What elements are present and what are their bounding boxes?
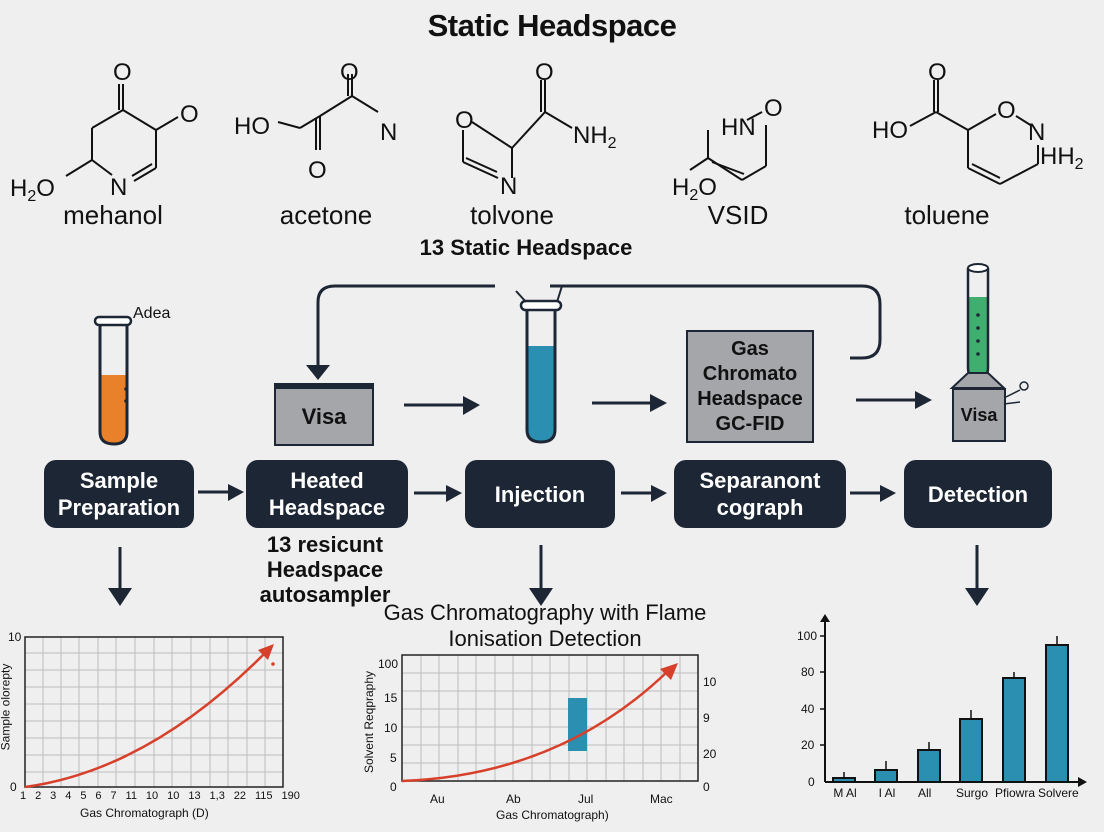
y-tick-right: 0 xyxy=(703,780,710,794)
note-line: 13 resicunt xyxy=(266,532,384,557)
molecule-label-tolvone: tolvone xyxy=(470,200,554,230)
svg-text:HN: HN xyxy=(721,114,756,141)
y-tick: 10 xyxy=(384,721,398,735)
svg-text:HO: HO xyxy=(872,117,908,144)
sample-tube-label: Adea xyxy=(133,305,170,322)
x-tick: Au xyxy=(430,792,445,806)
svg-text:O: O xyxy=(997,97,1016,124)
step-label: Headspace xyxy=(268,495,386,520)
x-tick: All xyxy=(918,786,932,800)
x-axis-label: Gas Chromatograph (D) xyxy=(80,806,209,820)
svg-text:N: N xyxy=(110,174,127,201)
step-sample-preparation[interactable]: Sample Preparation xyxy=(44,460,194,528)
y-tick: 15 xyxy=(384,691,398,705)
step-label: Separanont xyxy=(699,468,821,493)
y-tick-right: 20 xyxy=(703,747,717,761)
x-tick: Solvere xyxy=(1038,786,1079,800)
molecule-label-toluene: toluene xyxy=(904,200,990,230)
step-separation[interactable]: Separanont cograph xyxy=(674,460,846,528)
svg-text:N: N xyxy=(380,119,397,146)
svg-text:O: O xyxy=(535,59,554,86)
svg-text:O: O xyxy=(308,157,327,184)
y-tick: 0 xyxy=(808,775,815,789)
visa-box-label: Visa xyxy=(301,403,347,429)
diagram-title: Static Headspace xyxy=(427,8,677,43)
heated-headspace-note: 13 resicunt Headspace autosampler xyxy=(240,532,410,607)
x-tick: Mac xyxy=(650,792,673,806)
svg-text:O: O xyxy=(764,95,783,122)
svg-text:O: O xyxy=(113,59,132,86)
subtitle: 13 Static Headspace xyxy=(419,235,633,260)
x-tick: Jul xyxy=(578,792,594,806)
step-heated-headspace[interactable]: Heated Headspace xyxy=(246,460,408,528)
x-tick: Pfiowra xyxy=(995,786,1036,800)
gc-fid-box: Gas Chromato Headspace GC-FID xyxy=(686,330,814,443)
chart-title-text: Gas Chromatography with Flame Ionisation… xyxy=(383,600,707,651)
y-tick: 40 xyxy=(801,702,815,716)
y-tick: 5 xyxy=(390,751,397,765)
x-tick: Surgo xyxy=(956,786,989,800)
step-label: Sample xyxy=(79,468,159,493)
y-tick: 80 xyxy=(801,665,815,679)
svg-text:HO: HO xyxy=(234,113,270,140)
detector-label: Visa xyxy=(960,404,998,425)
svg-text:N: N xyxy=(500,173,517,200)
step-detection[interactable]: Detection xyxy=(904,460,1052,528)
molecule-label-acetone: acetone xyxy=(279,200,373,230)
sample-tube-icon xyxy=(93,315,133,446)
y-tick: 10 xyxy=(8,630,22,644)
x-tick: I Al xyxy=(878,786,896,800)
svg-text:O: O xyxy=(455,107,474,134)
chart-gc-fid-title: Gas Chromatography with Flame Ionisation… xyxy=(380,600,710,652)
step-label: Preparation xyxy=(57,495,181,520)
y-tick: 100 xyxy=(378,657,399,671)
injection-tube-icon xyxy=(515,285,563,444)
step-injection[interactable]: Injection xyxy=(465,460,615,528)
step-label: Heated xyxy=(290,468,364,493)
molecule-structures: OO H2O N HOO ON OO NH2 N HNO H2O OHO ON … xyxy=(10,59,1084,205)
svg-text:O: O xyxy=(340,59,359,86)
y-tick: 0 xyxy=(10,780,17,794)
gc-box-line-1: Gas Chromato xyxy=(702,337,798,385)
svg-text:O: O xyxy=(180,101,199,128)
step-label: cograph xyxy=(716,495,804,520)
svg-text:O: O xyxy=(928,59,947,86)
y-tick-right: 9 xyxy=(703,711,710,725)
y-tick: 0 xyxy=(390,780,397,794)
svg-text:N: N xyxy=(1028,119,1045,146)
molecule-label-vsid: VSID xyxy=(707,200,769,230)
chart-gc-fid: 100 15 10 5 0 10 9 20 0 Au Ab Jul Mac Ga… xyxy=(360,654,730,832)
step-label: Detection xyxy=(927,481,1029,507)
molecule-label-mehanol: mehanol xyxy=(63,200,163,230)
y-tick: 20 xyxy=(801,738,815,752)
y-tick-right: 10 xyxy=(703,675,717,689)
y-axis-label: Solvent Reqpraphy xyxy=(362,670,377,774)
detector-column-icon xyxy=(949,263,1029,405)
note-line: Headspace xyxy=(266,557,384,582)
y-tick: 100 xyxy=(797,629,818,643)
step-label: Injection xyxy=(494,481,586,507)
detector-box: Visa xyxy=(952,388,1006,442)
x-tick: M Al xyxy=(833,786,857,800)
chart-bar: 100 80 40 20 0 M Al I Al All Surgo Pfiow… xyxy=(770,610,1104,832)
y-axis-label: Sample olorepty xyxy=(0,663,13,751)
gc-box-line-2: Headspace xyxy=(697,387,803,410)
x-axis-label: Gas Chromatograph) xyxy=(496,808,609,822)
x-tick: Ab xyxy=(506,792,521,806)
gc-box-line-3: GC-FID xyxy=(715,412,785,435)
note-line: autosampler xyxy=(259,582,391,607)
visa-box: Visa xyxy=(274,383,374,446)
